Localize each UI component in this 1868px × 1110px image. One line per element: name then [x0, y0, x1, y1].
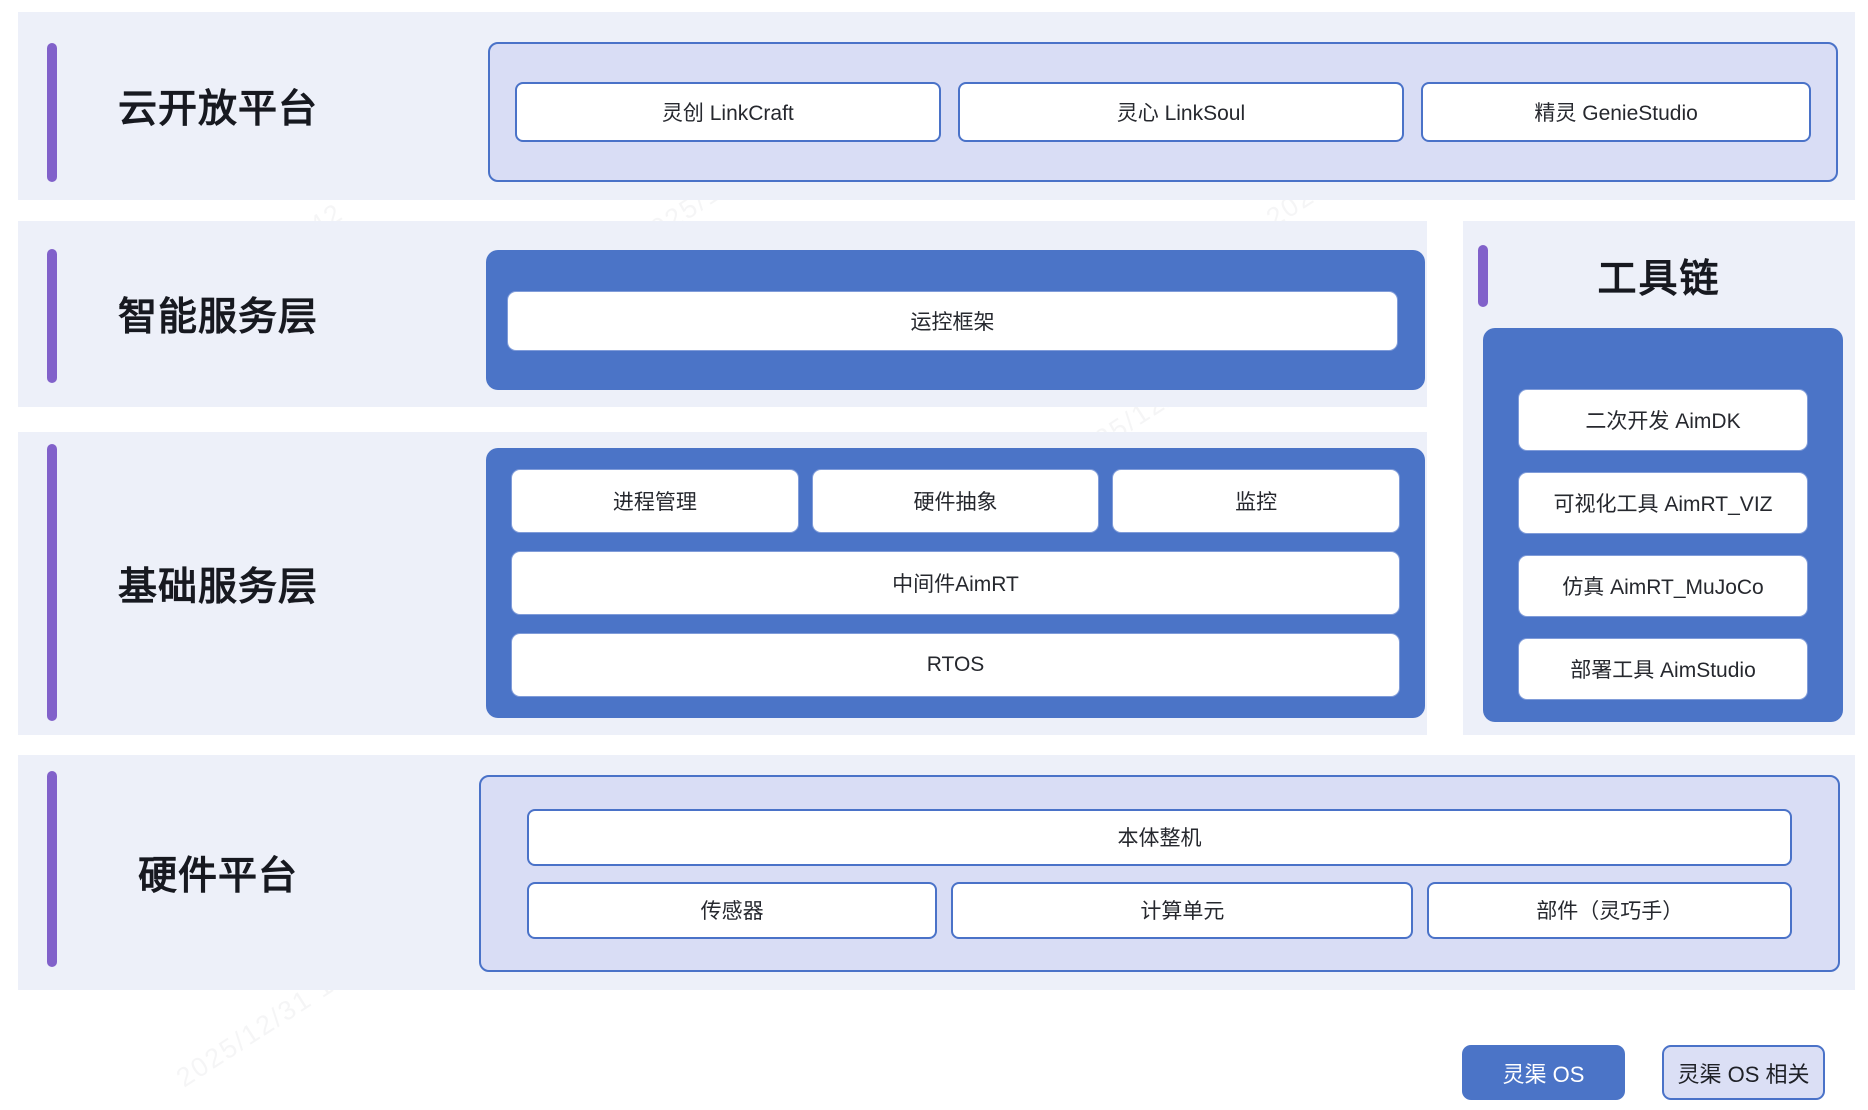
- hardware-bottom-row: 传感器 计算单元 部件（灵巧手）: [527, 881, 1792, 939]
- node-label: 传感器: [700, 900, 764, 923]
- accent-bar: [47, 444, 57, 721]
- node-label: 中间件AimRT: [892, 573, 1019, 596]
- layer-label-cloud: 云开放平台: [117, 88, 318, 131]
- node-hardware-abstraction: 硬件抽象: [812, 470, 1099, 532]
- base-service-container: 进程管理 硬件抽象 监控 中间件AimRT RTOS: [486, 448, 1425, 718]
- legend-lingqu-os: 灵渠 OS: [1462, 1045, 1625, 1100]
- accent-bar: [47, 43, 57, 182]
- base-service-middle-row: 中间件AimRT: [512, 552, 1399, 614]
- node-aimrt-viz: 可视化工具 AimRT_VIZ: [1519, 473, 1807, 533]
- node-aimdk: 二次开发 AimDK: [1519, 390, 1807, 450]
- base-service-bottom-row: RTOS: [512, 634, 1399, 696]
- node-parts-dexterous-hand: 部件（灵巧手）: [1427, 881, 1792, 939]
- node-label: 计算单元: [1140, 900, 1225, 923]
- node-geniestudio: 精灵 GenieStudio: [1421, 82, 1811, 142]
- legend-label: 灵渠 OS: [1502, 1061, 1585, 1087]
- node-label: 精灵 GenieStudio: [1534, 102, 1698, 125]
- node-middleware-aimrt: 中间件AimRT: [512, 552, 1399, 614]
- node-label: 进程管理: [612, 491, 697, 514]
- layer-cloud-open-platform: 云开放平台 灵创 LinkCraft 灵心 LinkSoul 精灵 GenieS…: [18, 12, 1855, 200]
- node-label: 本体整机: [1117, 827, 1202, 850]
- layer-label-base-service: 基础服务层: [117, 565, 318, 609]
- node-label: 灵创 LinkCraft: [661, 102, 794, 125]
- node-compute-unit: 计算单元: [951, 881, 1414, 939]
- node-label: 监控: [1235, 491, 1278, 514]
- node-label: 硬件抽象: [913, 491, 998, 514]
- layer-label-hardware-platform: 硬件平台: [137, 854, 298, 898]
- accent-bar: [1478, 245, 1488, 307]
- node-linkcraft: 灵创 LinkCraft: [515, 82, 941, 142]
- accent-bar: [47, 771, 57, 967]
- node-aimstudio: 部署工具 AimStudio: [1519, 639, 1807, 699]
- toolchain-title: 工具链: [1597, 258, 1721, 301]
- toolchain-container: 二次开发 AimDK 可视化工具 AimRT_VIZ 仿真 AimRT_MuJo…: [1483, 328, 1843, 722]
- node-aimrt-mujoco: 仿真 AimRT_MuJoCo: [1519, 556, 1807, 616]
- node-sensors: 传感器: [527, 881, 938, 939]
- cloud-platform-container: 灵创 LinkCraft 灵心 LinkSoul 精灵 GenieStudio: [488, 42, 1838, 182]
- legend-label: 灵渠 OS 相关: [1677, 1061, 1810, 1087]
- layer-label-intelligent-service: 智能服务层: [117, 296, 318, 339]
- node-label: 二次开发 AimDK: [1585, 410, 1741, 433]
- layer-base-service: 基础服务层 进程管理 硬件抽象 监控 中间件AimRT R: [18, 432, 1427, 735]
- node-monitoring: 监控: [1113, 470, 1400, 532]
- hardware-top-row: 本体整机: [527, 808, 1792, 866]
- intelligent-service-container: 运控框架: [486, 250, 1425, 390]
- layer-intelligent-service: 智能服务层 运控框架: [18, 221, 1427, 407]
- node-rtos: RTOS: [512, 634, 1399, 696]
- layer-hardware-platform: 硬件平台 本体整机 传感器 计算单元 部件（灵巧手）: [18, 755, 1855, 990]
- node-label: 部件（灵巧手）: [1536, 900, 1684, 923]
- node-motion-control-framework: 运控框架: [508, 292, 1397, 350]
- node-process-management: 进程管理: [512, 470, 798, 532]
- base-service-top-row: 进程管理 硬件抽象 监控: [512, 470, 1400, 532]
- node-label: 可视化工具 AimRT_VIZ: [1553, 493, 1773, 516]
- node-label: 灵心 LinkSoul: [1116, 102, 1246, 125]
- node-label: 运控框架: [910, 311, 995, 334]
- accent-bar: [47, 249, 57, 383]
- legend-lingqu-os-related: 灵渠 OS 相关: [1662, 1045, 1825, 1100]
- node-label: RTOS: [926, 653, 985, 676]
- node-linksoul: 灵心 LinkSoul: [957, 82, 1405, 142]
- node-label: 部署工具 AimStudio: [1570, 659, 1756, 682]
- node-label: 仿真 AimRT_MuJoCo: [1562, 576, 1764, 599]
- node-robot-body: 本体整机: [527, 808, 1792, 866]
- hardware-platform-container: 本体整机 传感器 计算单元 部件（灵巧手）: [479, 775, 1840, 972]
- toolchain-section: 工具链 二次开发 AimDK 可视化工具 AimRT_VIZ 仿真 AimRT_…: [1463, 221, 1855, 735]
